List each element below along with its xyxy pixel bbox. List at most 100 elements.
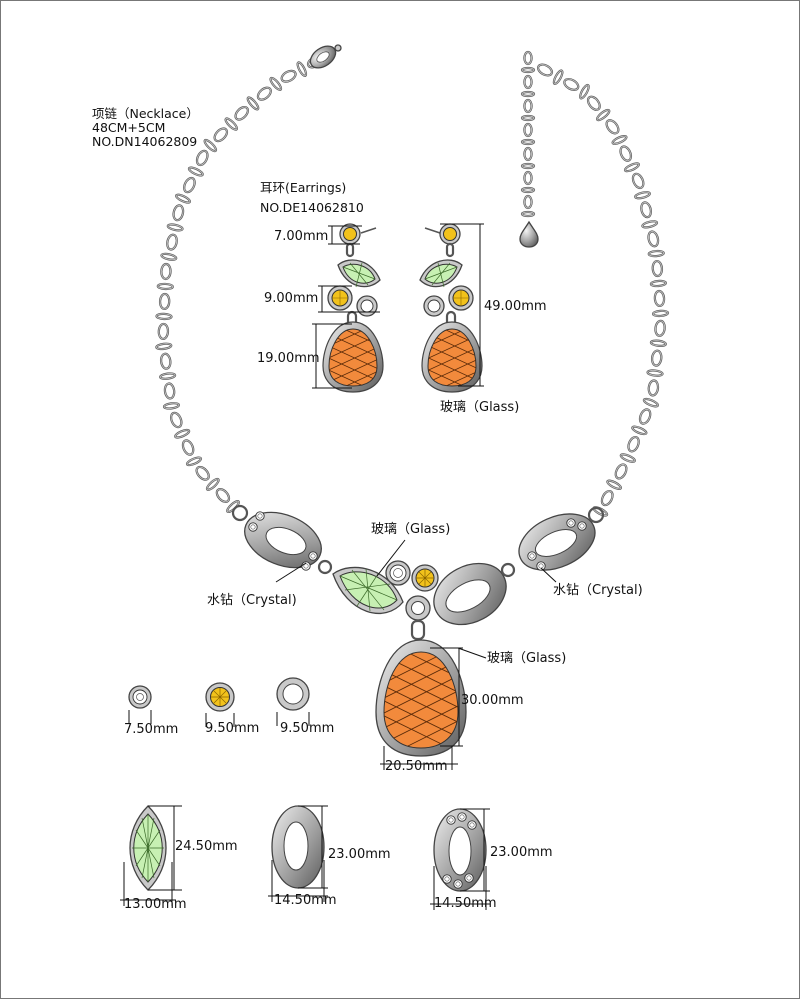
earring-left [322,223,384,393]
chain-link [652,260,663,277]
pendant-material-centre: 玻璃（Glass) [371,522,450,537]
chain-link [641,220,658,228]
extender-drop-icon [519,220,539,248]
chain-link [648,380,659,396]
chain-link [196,466,210,481]
chain-link [587,96,601,111]
chain-link [164,383,175,399]
chain-link [158,323,169,340]
chain-link [620,146,632,162]
chain-link [204,139,217,152]
chain-link [159,293,170,310]
component-ring [276,677,310,726]
chain-link [654,320,666,337]
component-round-yellow-size: 9.50mm [205,721,259,736]
necklace-length: 48CM+5CM [92,120,165,135]
chain-link [652,310,669,317]
chain-link [170,412,182,428]
component-oval-crystal-width: 14.50mm [434,896,497,911]
pendant-marquise-green [332,566,404,615]
chain-link [281,70,297,83]
chain-link [257,87,272,101]
chain-link [159,372,176,380]
chain-link [648,250,665,257]
component-round-yellow [205,682,235,727]
chain-link [627,436,640,452]
chain-link [523,51,533,65]
chain-link [612,135,627,145]
chain-link [206,478,220,491]
chain-link [654,290,665,307]
pendant-dimension-lines [380,647,463,770]
chain-link [647,369,663,377]
chain-link [624,162,640,172]
chain-link [155,343,172,350]
necklace-title: 项链（Necklace） [92,106,199,121]
pendant-centre-ring [405,595,431,641]
pendant-oval-right-crystal [518,506,605,571]
pendant-oval-left [231,504,333,575]
chain-link [651,350,662,367]
earring-dim-middle: 9.00mm [264,291,318,306]
chain-link [186,457,202,466]
chain-link [160,253,177,261]
pendant-crystal-left: 水钻（Crystal) [207,593,297,608]
chain-link [643,398,659,407]
extender-chain [520,50,536,218]
earring-dimension-lines [312,223,484,389]
earring-dim-drop: 19.00mm [257,351,320,366]
pendant-drop-orange [375,639,467,757]
chain-link [553,70,563,85]
chain-link [632,173,644,189]
pendant-crystal-right: 水钻（Crystal) [553,583,643,598]
chain-left [155,55,324,514]
chain-link [606,119,619,134]
earring-dim-total: 49.00mm [484,299,547,314]
chain-link [631,426,647,435]
lobster-clasp-icon [309,44,342,69]
necklace-number: NO.DN14062809 [92,134,197,149]
chain-link [523,147,533,161]
chain-link [216,488,230,503]
chain-right [536,63,670,517]
chain-link [247,97,259,110]
annotation-leaders [275,539,557,659]
component-marquise [120,805,182,906]
chain-link [270,77,282,91]
earrings-number: NO.DE14062810 [260,200,364,215]
chain-link [563,78,579,91]
chain-link [173,204,184,221]
earring-right [419,223,483,393]
chain-link [523,99,533,113]
pendant-drop-height: 30.00mm [461,693,524,708]
chain-link [579,84,590,99]
chain-link [634,191,651,199]
chain-link [225,118,238,131]
pendant-material-drop: 玻璃（Glass) [487,651,566,666]
chain-link [521,187,535,193]
chain-link [156,313,173,320]
chain-link [166,234,178,251]
component-ring-size: 9.50mm [280,721,334,736]
component-round-crystal-size: 7.50mm [124,722,178,737]
component-oval-crystal-height: 23.00mm [490,845,553,860]
chain-link [521,211,535,217]
component-oval-crystal [430,808,490,910]
chain-link [521,67,535,73]
earring-dim-top: 7.00mm [274,229,328,244]
chain-link [297,61,307,77]
pendant-drop-width: 20.50mm [385,759,448,774]
chain-link [188,167,204,176]
pendant-round-stones [385,560,439,592]
chain-link [650,340,667,347]
chain-link [174,429,190,439]
chain-link [157,283,174,290]
component-oval-height: 23.00mm [328,847,391,862]
chain-link [160,353,171,370]
earring-material: 玻璃（Glass) [440,400,519,415]
chain-link [620,453,636,463]
chain-link [196,150,208,166]
component-oval-plain [268,805,328,902]
chain-link [235,106,249,121]
